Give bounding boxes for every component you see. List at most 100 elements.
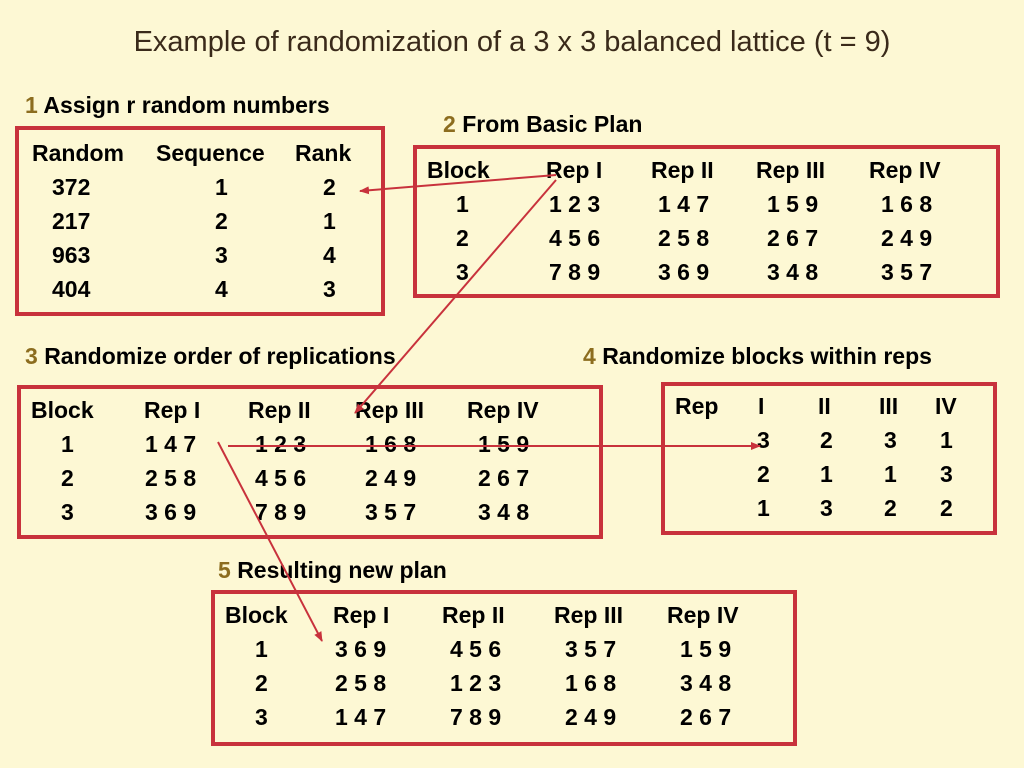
section-label: Resulting new plan xyxy=(237,557,447,583)
arrow-rep-to-rank xyxy=(359,174,557,195)
section-label: Randomize blocks within reps xyxy=(602,343,932,369)
step-number: 2 xyxy=(443,111,456,137)
header-rep-iv: Rep IV xyxy=(869,157,941,183)
step-number: 3 xyxy=(25,343,38,369)
header-block: Block xyxy=(225,602,288,628)
header-rep-iii: Rep III xyxy=(756,157,826,183)
table-cell: 1 5 9 xyxy=(767,191,819,217)
header-rep: Rep xyxy=(675,393,719,419)
section-4-heading: 4 Randomize blocks within reps xyxy=(583,343,932,370)
header-ii: II xyxy=(818,393,831,419)
table-cell: 1 xyxy=(61,431,74,457)
table-cell: 2 xyxy=(884,495,897,521)
table-cell: 2 5 8 xyxy=(145,465,197,491)
table-cell: 4 5 6 xyxy=(450,636,502,662)
step-number: 5 xyxy=(218,557,231,583)
header-rep-iv: Rep IV xyxy=(667,602,739,628)
table-cell: 1 6 8 xyxy=(565,670,617,696)
table-cell: 1 4 7 xyxy=(145,431,197,457)
section-5-heading: 5 Resulting new plan xyxy=(218,557,447,584)
table-cell: 4 5 6 xyxy=(255,465,307,491)
table-cell: 1 6 8 xyxy=(881,191,933,217)
table-cell: 217 xyxy=(52,208,91,234)
header-random: Random xyxy=(32,140,124,166)
table-cell: 1 xyxy=(255,636,268,662)
table-cell: 3 xyxy=(456,259,469,285)
header-iii: III xyxy=(879,393,899,419)
table-cell: 2 4 9 xyxy=(881,225,933,251)
table-cell: 3 6 9 xyxy=(335,636,387,662)
section-3-heading: 3 Randomize order of replications xyxy=(25,343,396,370)
table-cell: 7 8 9 xyxy=(450,704,502,730)
table-cell: 1 xyxy=(884,461,897,487)
table-cell: 1 xyxy=(456,191,469,217)
table-cell: 2 5 8 xyxy=(658,225,710,251)
table-cell: 1 6 8 xyxy=(365,431,417,457)
table-cell: 3 5 7 xyxy=(365,499,417,525)
table-cell: 7 8 9 xyxy=(549,259,601,285)
section-label: Randomize order of replications xyxy=(44,343,396,369)
table-cell: 2 xyxy=(940,495,953,521)
arrow-basic-to-randomized xyxy=(354,179,557,414)
table-cell: 3 xyxy=(215,242,228,268)
header-rep-i: Rep I xyxy=(333,602,390,628)
table-cell: 2 6 7 xyxy=(478,465,530,491)
arrow-reps-to-new-plan xyxy=(217,441,323,642)
table-cell: 2 6 7 xyxy=(680,704,732,730)
section-label: Assign r random numbers xyxy=(43,92,330,118)
step-number: 4 xyxy=(583,343,596,369)
section-2-heading: 2 From Basic Plan xyxy=(443,111,642,138)
table-cell: 1 4 7 xyxy=(335,704,387,730)
basic-plan-box xyxy=(413,145,1000,298)
header-sequence: Sequence xyxy=(156,140,265,166)
table-cell: 3 4 8 xyxy=(478,499,530,525)
table-cell: 3 xyxy=(323,276,336,302)
slide-title: Example of randomization of a 3 x 3 bala… xyxy=(133,26,891,58)
table-cell: 2 xyxy=(255,670,268,696)
table-cell: 963 xyxy=(52,242,91,268)
table-cell: 2 xyxy=(456,225,469,251)
table-cell: 3 xyxy=(255,704,268,730)
table-cell: 2 4 9 xyxy=(565,704,617,730)
table-cell: 3 xyxy=(940,461,953,487)
table-cell: 2 xyxy=(820,427,833,453)
table-cell: 404 xyxy=(52,276,91,302)
section-1-heading: 1 Assign r random numbers xyxy=(25,92,330,119)
table-cell: 1 2 3 xyxy=(549,191,601,217)
header-rep-ii: Rep II xyxy=(248,397,311,423)
header-rep-i: Rep I xyxy=(144,397,201,423)
table-cell: 3 xyxy=(820,495,833,521)
table-cell: 4 xyxy=(215,276,228,302)
table-cell: 2 5 8 xyxy=(335,670,387,696)
header-rep-iv: Rep IV xyxy=(467,397,539,423)
table-cell: 3 xyxy=(61,499,74,525)
table-cell: 3 5 7 xyxy=(565,636,617,662)
section-label: From Basic Plan xyxy=(462,111,643,137)
table-cell: 1 5 9 xyxy=(478,431,530,457)
header-rep-iii: Rep III xyxy=(355,397,425,423)
table-cell: 1 xyxy=(940,427,953,453)
table-cell: 1 xyxy=(215,174,228,200)
header-rep-ii: Rep II xyxy=(442,602,505,628)
table-cell: 4 5 6 xyxy=(549,225,601,251)
random-numbers-box xyxy=(15,126,385,316)
table-cell: 1 4 7 xyxy=(658,191,710,217)
table-cell: 2 xyxy=(323,174,336,200)
header-rep-iii: Rep III xyxy=(554,602,624,628)
table-cell: 1 5 9 xyxy=(680,636,732,662)
table-cell: 3 6 9 xyxy=(145,499,197,525)
randomized-blocks-box xyxy=(661,382,997,535)
table-cell: 3 6 9 xyxy=(658,259,710,285)
table-cell: 1 2 3 xyxy=(450,670,502,696)
header-block: Block xyxy=(427,157,490,183)
header-block: Block xyxy=(31,397,94,423)
table-cell: 3 4 8 xyxy=(767,259,819,285)
table-cell: 3 4 8 xyxy=(680,670,732,696)
table-cell: 3 xyxy=(884,427,897,453)
step-number: 1 xyxy=(25,92,38,118)
table-cell: 1 2 3 xyxy=(255,431,307,457)
table-cell: 2 xyxy=(61,465,74,491)
table-cell: 4 xyxy=(323,242,336,268)
header-iv: IV xyxy=(935,393,957,419)
